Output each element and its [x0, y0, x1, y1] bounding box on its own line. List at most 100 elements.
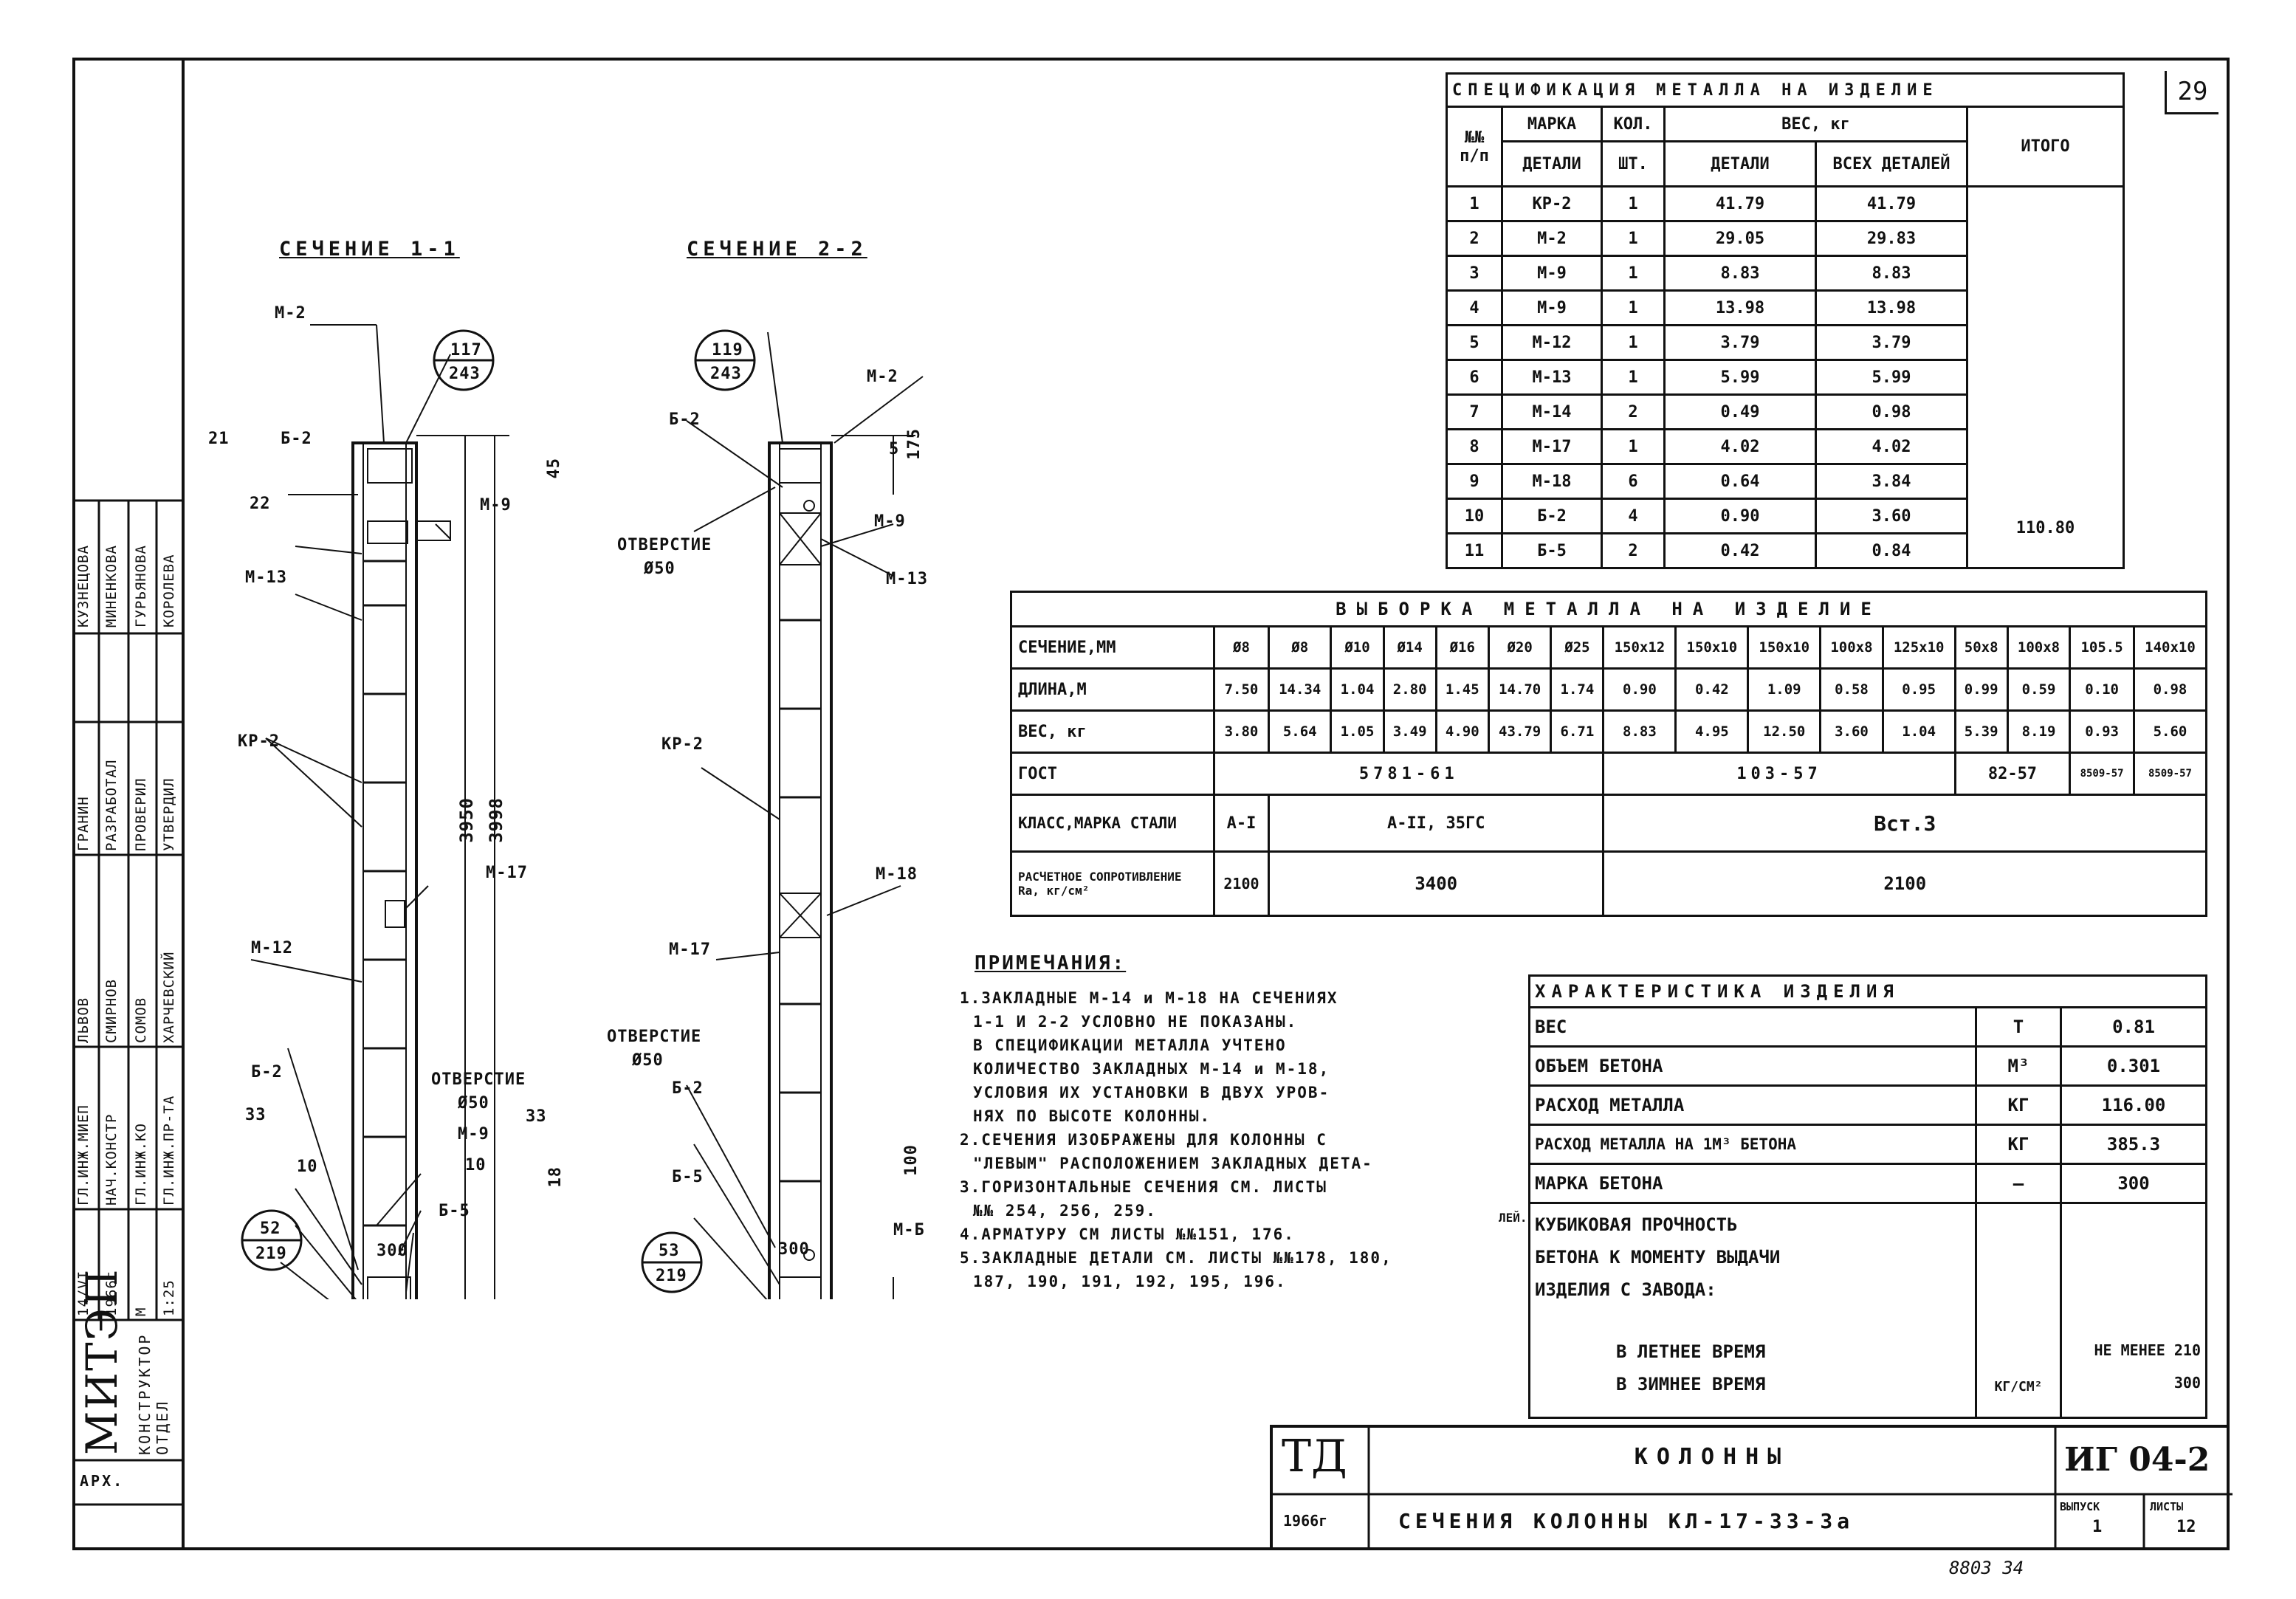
selection-cell: 1.05	[1330, 709, 1385, 754]
selection-label: РАСЧЕТНОЕ СОПРОТИВЛЕНИЕ Rа, кг/см²	[1010, 850, 1215, 917]
title-block-grid	[1273, 1428, 2233, 1550]
selection-table: ВЫБОРКА МЕТАЛЛА НА ИЗДЕЛИЕ СЕЧЕНИЕ,ММ Ø8…	[1010, 591, 2208, 917]
note-line: "ЛЕВЫМ" РАСПОЛОЖЕНИЕМ ЗАКЛАДНЫХ ДЕТА-	[973, 1155, 1373, 1172]
s1-label-height2: 3998	[486, 797, 506, 843]
title-block-issue-label: ВЫПУСК	[2060, 1500, 2100, 1513]
selection-cell: 3.60	[1819, 709, 1884, 754]
spec-cell: 5.99	[1663, 359, 1817, 396]
s2-label-hole2-d: Ø50	[632, 1051, 664, 1070]
sidebar-cell: КОРОЛЕВА	[161, 554, 177, 627]
char-strength-line: ИЗДЕЛИЯ С ЗАВОДА:	[1535, 1279, 1716, 1300]
selection-cell: 100х8	[1819, 625, 1884, 670]
selection-row-resist: РАСЧЕТНОЕ СОПРОТИВЛЕНИЕ Rа, кг/см² 2100 …	[1010, 850, 2207, 917]
spec-cell: М-13	[1501, 359, 1603, 396]
title-block-year: 1966г	[1283, 1512, 1328, 1530]
sidebar-cell: ГЛ.ИНЖ.ПР-ТА	[161, 1095, 177, 1206]
selection-cell: 1.74	[1550, 667, 1605, 712]
spec-cell: 2	[1601, 393, 1666, 430]
sidebar-cell: ХАРЧЕВСКИЙ	[161, 951, 177, 1043]
char-cell: Т	[1975, 1006, 2062, 1048]
sidebar-cell: ЛЬВОВ	[75, 997, 92, 1043]
spec-cell: 8.83	[1663, 255, 1817, 292]
s1-label-d21: 21	[208, 430, 230, 448]
section1-stirrups	[363, 560, 406, 1227]
char-cell: КГ	[1975, 1084, 2062, 1126]
note-line: 4.АРМАТУРУ СМ ЛИСТЫ №№151, 176.	[960, 1225, 1295, 1243]
spec-cell: 5	[1446, 324, 1503, 361]
drawing-canvas	[241, 324, 924, 1299]
char-cell: РАСХОД МЕТАЛЛА НА 1М³ БЕТОНА	[1528, 1124, 1977, 1165]
spec-title: СПЕЦИФИКАЦИЯ МЕТАЛЛА НА ИЗДЕЛИЕ	[1446, 72, 2125, 108]
title-block-code: ИГ 04-2	[2064, 1441, 2210, 1479]
selection-cell: 2100	[1213, 850, 1270, 917]
selection-row-weight: ВЕС, кг 3.80 5.64 1.05 3.49 4.90 43.79 6…	[1010, 709, 2208, 754]
s1-label-hole: ОТВЕРСТИЕ	[431, 1070, 526, 1089]
selection-cell: 0.93	[2069, 709, 2135, 754]
s1-label-kr2: КР-2	[238, 732, 280, 751]
char-cell: 300	[2060, 1163, 2207, 1204]
selection-cell: 2100	[1602, 850, 2207, 917]
spec-cell: 4	[1446, 289, 1503, 326]
s2-circle-top-a: 119	[712, 341, 743, 360]
selection-cell: 43.79	[1487, 709, 1553, 754]
s2-label-m17: М-17	[669, 941, 711, 959]
spec-cell: М-9	[1501, 289, 1603, 326]
s2-label-d175: 175	[905, 428, 924, 460]
selection-cell: 150х10	[1747, 625, 1822, 670]
note-line: 3.ГОРИЗОНТАЛЬНЫЕ СЕЧЕНИЯ СМ. ЛИСТЫ	[960, 1178, 1327, 1196]
s1-circle-bottom-b: 219	[255, 1245, 287, 1263]
section2-column	[768, 441, 833, 1299]
spec-cell: 29.83	[1815, 220, 1968, 257]
page-number: 29	[2165, 71, 2218, 114]
selection-cell: Ø25	[1550, 625, 1605, 670]
spec-cell: КР-2	[1501, 185, 1603, 222]
s2-label-hole: ОТВЕРСТИЕ	[617, 536, 712, 554]
s1-label-m17: М-17	[486, 864, 528, 882]
spec-cell: 1	[1601, 359, 1666, 396]
s2-label-b5: Б-5	[672, 1168, 704, 1186]
note-line: УСЛОВИЯ ИХ УСТАНОВКИ В ДВУХ УРОВ-	[973, 1084, 1330, 1101]
selection-cell: 3.49	[1382, 709, 1437, 754]
selection-cell: 150х10	[1674, 625, 1750, 670]
sidebar-cell: ПРОВЕРИЛ	[133, 777, 149, 851]
spec-cell: 2	[1446, 220, 1503, 257]
selection-cell: 82-57	[1953, 752, 2072, 796]
section2-title: СЕЧЕНИЕ 2-2	[687, 238, 867, 261]
selection-cell: 0.98	[2132, 667, 2208, 712]
char-strength-line: БЕТОНА К МОМЕНТУ ВЫДАЧИ	[1535, 1247, 1781, 1268]
char-row: МАРКА БЕТОНА—300	[1528, 1163, 2207, 1204]
s2-label-b2-bottom: Б-2	[672, 1079, 704, 1098]
selection-cell: 1.09	[1747, 667, 1822, 712]
selection-cell: 7.50	[1213, 667, 1270, 712]
selection-cell: 5.64	[1267, 709, 1333, 754]
spec-cell: 29.05	[1663, 220, 1817, 257]
sheet-frame	[72, 58, 2230, 1550]
char-summer: В ЛЕТНЕЕ ВРЕМЯ	[1616, 1341, 1766, 1362]
s2-label-hole-d: Ø50	[644, 560, 676, 578]
spec-cell: 3	[1446, 255, 1503, 292]
char-cell: МАРКА БЕТОНА	[1528, 1163, 1977, 1204]
spec-cell: 1	[1601, 185, 1666, 222]
s2-label-kr2: КР-2	[661, 735, 704, 754]
s2-circle-top-b: 243	[710, 365, 742, 383]
s2-label-width: 300	[778, 1240, 810, 1259]
char-cell: 0.81	[2060, 1006, 2207, 1048]
note-line: КОЛИЧЕСТВО ЗАКЛАДНЫХ М-14 и М-18,	[973, 1060, 1330, 1078]
section1-column	[351, 441, 451, 1299]
spec-cell: 8.83	[1815, 255, 1968, 292]
s2-label-m9: М-9	[874, 512, 906, 531]
sidebar-cell: УТВЕРДИЛ	[161, 777, 177, 851]
sidebar-cell: ГРАНИН	[75, 796, 92, 851]
sidebar-cell: РАЗРАБОТАЛ	[103, 759, 120, 851]
spec-cell: 1	[1601, 255, 1666, 292]
sidebar-cell: 1:25	[161, 1279, 177, 1316]
spec-cell: 41.79	[1815, 185, 1968, 222]
s1-label-d45: 45	[545, 458, 563, 479]
spec-cell: 1	[1446, 185, 1503, 222]
char-strength-values: НЕ МЕНЕЕ 210 300	[2060, 1202, 2207, 1419]
